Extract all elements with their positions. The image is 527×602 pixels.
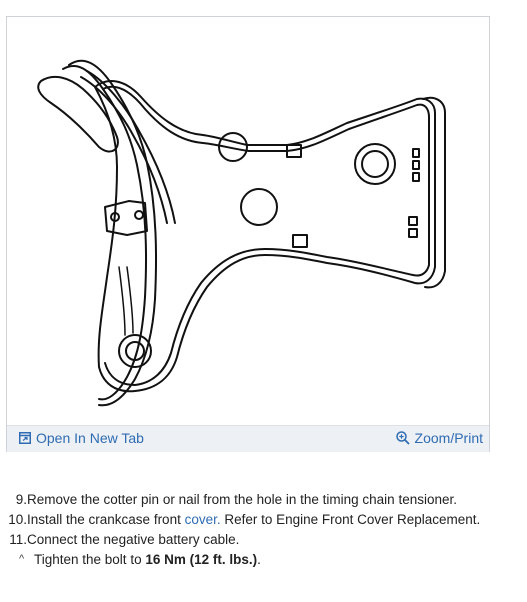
procedure-steps: 9. Remove the cotter pin or nail from th… [0, 490, 527, 570]
figure-toolbar: Open In New Tab Zoom/Print [7, 425, 489, 452]
substep-text-part: . [257, 552, 261, 567]
pivot-bolt [118, 334, 152, 368]
substep-torque: ^ Tighten the bolt to 16 Nm (12 ft. lbs.… [0, 550, 527, 570]
step-number: 11. [9, 532, 27, 547]
figure-card: Open In New Tab Zoom/Print [6, 16, 490, 452]
cover-link[interactable]: cover. [184, 512, 221, 527]
substep-marker: ^ [19, 553, 25, 565]
zoom-magnifier-icon [395, 431, 410, 445]
zoom-print-label: Zoom/Print [414, 430, 483, 446]
step-text: Remove the cotter pin or nail from the h… [27, 492, 457, 507]
open-new-tab-icon [19, 432, 31, 444]
step-10: 10. Install the crankcase front cover. R… [0, 510, 527, 530]
step-text-part: Install the crankcase front [27, 512, 185, 527]
pivot-hole-small [110, 212, 120, 222]
open-in-new-tab-label: Open In New Tab [36, 430, 144, 446]
step-number: 9. [15, 492, 27, 507]
substep-text-part: Tighten the bolt to [34, 552, 146, 567]
substep-text: Tighten the bolt to 16 Nm (12 ft. lbs.). [34, 550, 261, 570]
mounting-hole-right [354, 143, 396, 185]
step-text: Connect the negative battery cable. [27, 532, 240, 547]
mounting-hole-upper [218, 132, 248, 162]
timing-chain-tensioner-illustration[interactable] [7, 17, 489, 423]
pivot-hole-small-2 [134, 210, 144, 220]
tensioner-bracket [94, 80, 436, 393]
step-9: 9. Remove the cotter pin or nail from th… [0, 490, 527, 510]
zoom-print-button[interactable]: Zoom/Print [395, 430, 483, 446]
step-text-part: Refer to Engine Front Cover Replacement. [220, 512, 481, 527]
step-11: 11. Connect the negative battery cable. [0, 530, 527, 550]
open-in-new-tab-button[interactable]: Open In New Tab [19, 430, 144, 446]
torque-value: 16 Nm (12 ft. lbs.) [145, 552, 258, 567]
step-text: Install the crankcase front cover. Refer… [27, 510, 480, 530]
mounting-hole-center [240, 188, 278, 226]
step-number: 10. [8, 512, 27, 527]
tensioner-shoe [62, 64, 148, 401]
